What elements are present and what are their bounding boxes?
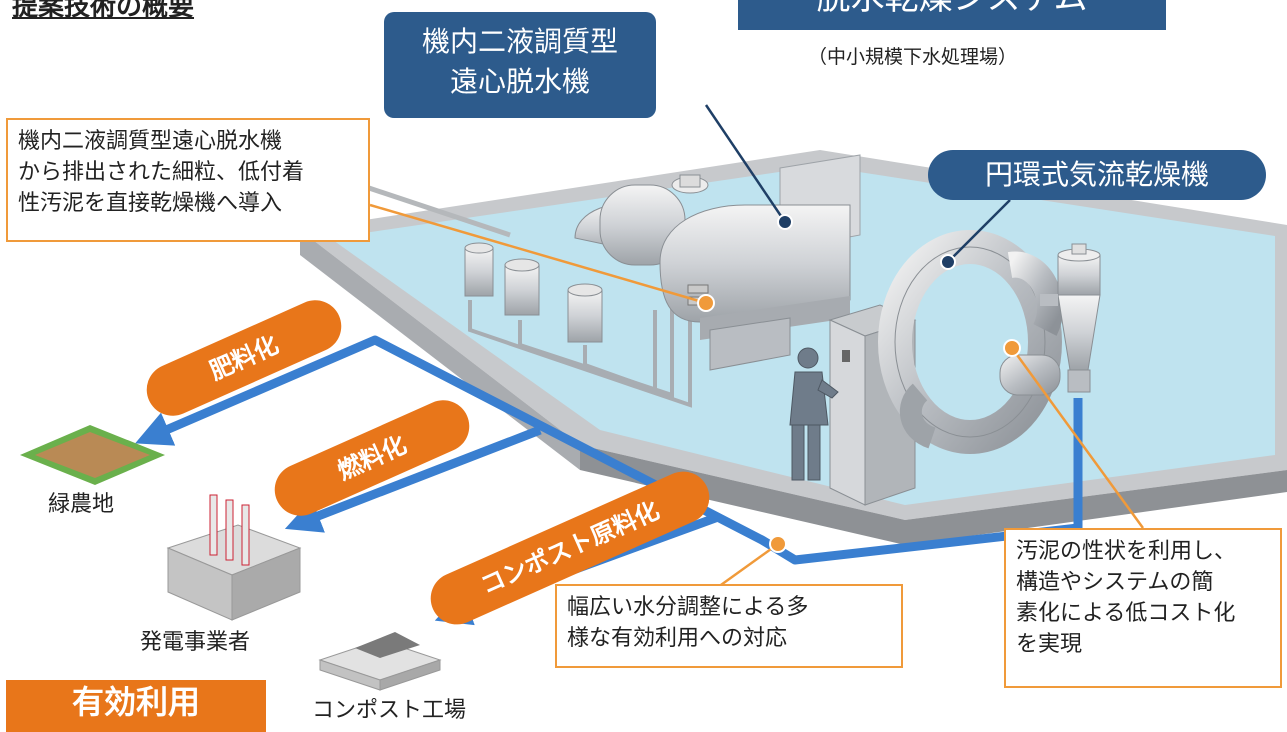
page-title: 提案技術の概要 [12, 0, 195, 22]
fine-sludge-note: 機内二液調質型遠心脱水機 から排出された細粒、低付着 性汚泥を直接乾燥機へ導入 [6, 118, 370, 242]
callout-dots [697, 294, 1021, 553]
moisture-adjustment-note: 幅広い水分調整による多 様な有効利用への対応 [555, 584, 903, 668]
system-title-banner: 脱水乾燥システム [738, 0, 1166, 30]
centrifuge-label: 機内二液調質型 遠心脱水機 [384, 12, 656, 118]
power-company-label: 発電事業者 [140, 630, 251, 655]
low-cost-note: 汚泥の性状を利用し、 構造やシステムの簡 素化による低コスト化 を実現 [1004, 528, 1282, 688]
storage-tanks [464, 242, 692, 408]
exhaust-pipe [359, 182, 511, 238]
power-plant-icon [166, 494, 302, 621]
ring-dryer-label: 円環式気流乾燥機 [928, 150, 1266, 200]
note-line: 様な有効利用への対応 [567, 626, 788, 651]
effective-use-label: 有効利用 [6, 680, 266, 732]
note-line: 機内二液調質型遠心脱水機 [18, 129, 283, 154]
note-line: 構造やシステムの簡 [1016, 570, 1214, 595]
farmland-label: 緑農地 [48, 492, 115, 517]
centrifuge-label-line-1: 機内二液調質型 [421, 25, 618, 58]
note-line: から排出された細粒、低付着 [18, 160, 305, 185]
note-line: 幅広い水分調整による多 [567, 595, 809, 620]
farmland-icon [20, 425, 165, 485]
label-dots [777, 214, 956, 270]
centrifuge-machine [574, 154, 861, 371]
note-line: 性汚泥を直接乾燥機へ導入 [18, 191, 283, 216]
system-subtitle: （中小規模下水処理場） [808, 46, 1018, 68]
compost-plant-label: コンポスト工場 [312, 698, 467, 723]
cyclone-separator [1040, 243, 1101, 393]
worker-figure [789, 347, 839, 481]
label-leaders [704, 104, 1011, 263]
ring-dryer-machine [878, 230, 1063, 454]
control-panel [828, 304, 917, 506]
floor-slab [300, 150, 1287, 545]
note-line: 汚泥の性状を利用し、 [1016, 539, 1237, 564]
centrifuge-label-line-2: 遠心脱水機 [449, 65, 590, 98]
compost-plant-icon [318, 632, 442, 691]
note-line: を実現 [1016, 632, 1083, 657]
note-line: 素化による低コスト化 [1016, 601, 1236, 626]
